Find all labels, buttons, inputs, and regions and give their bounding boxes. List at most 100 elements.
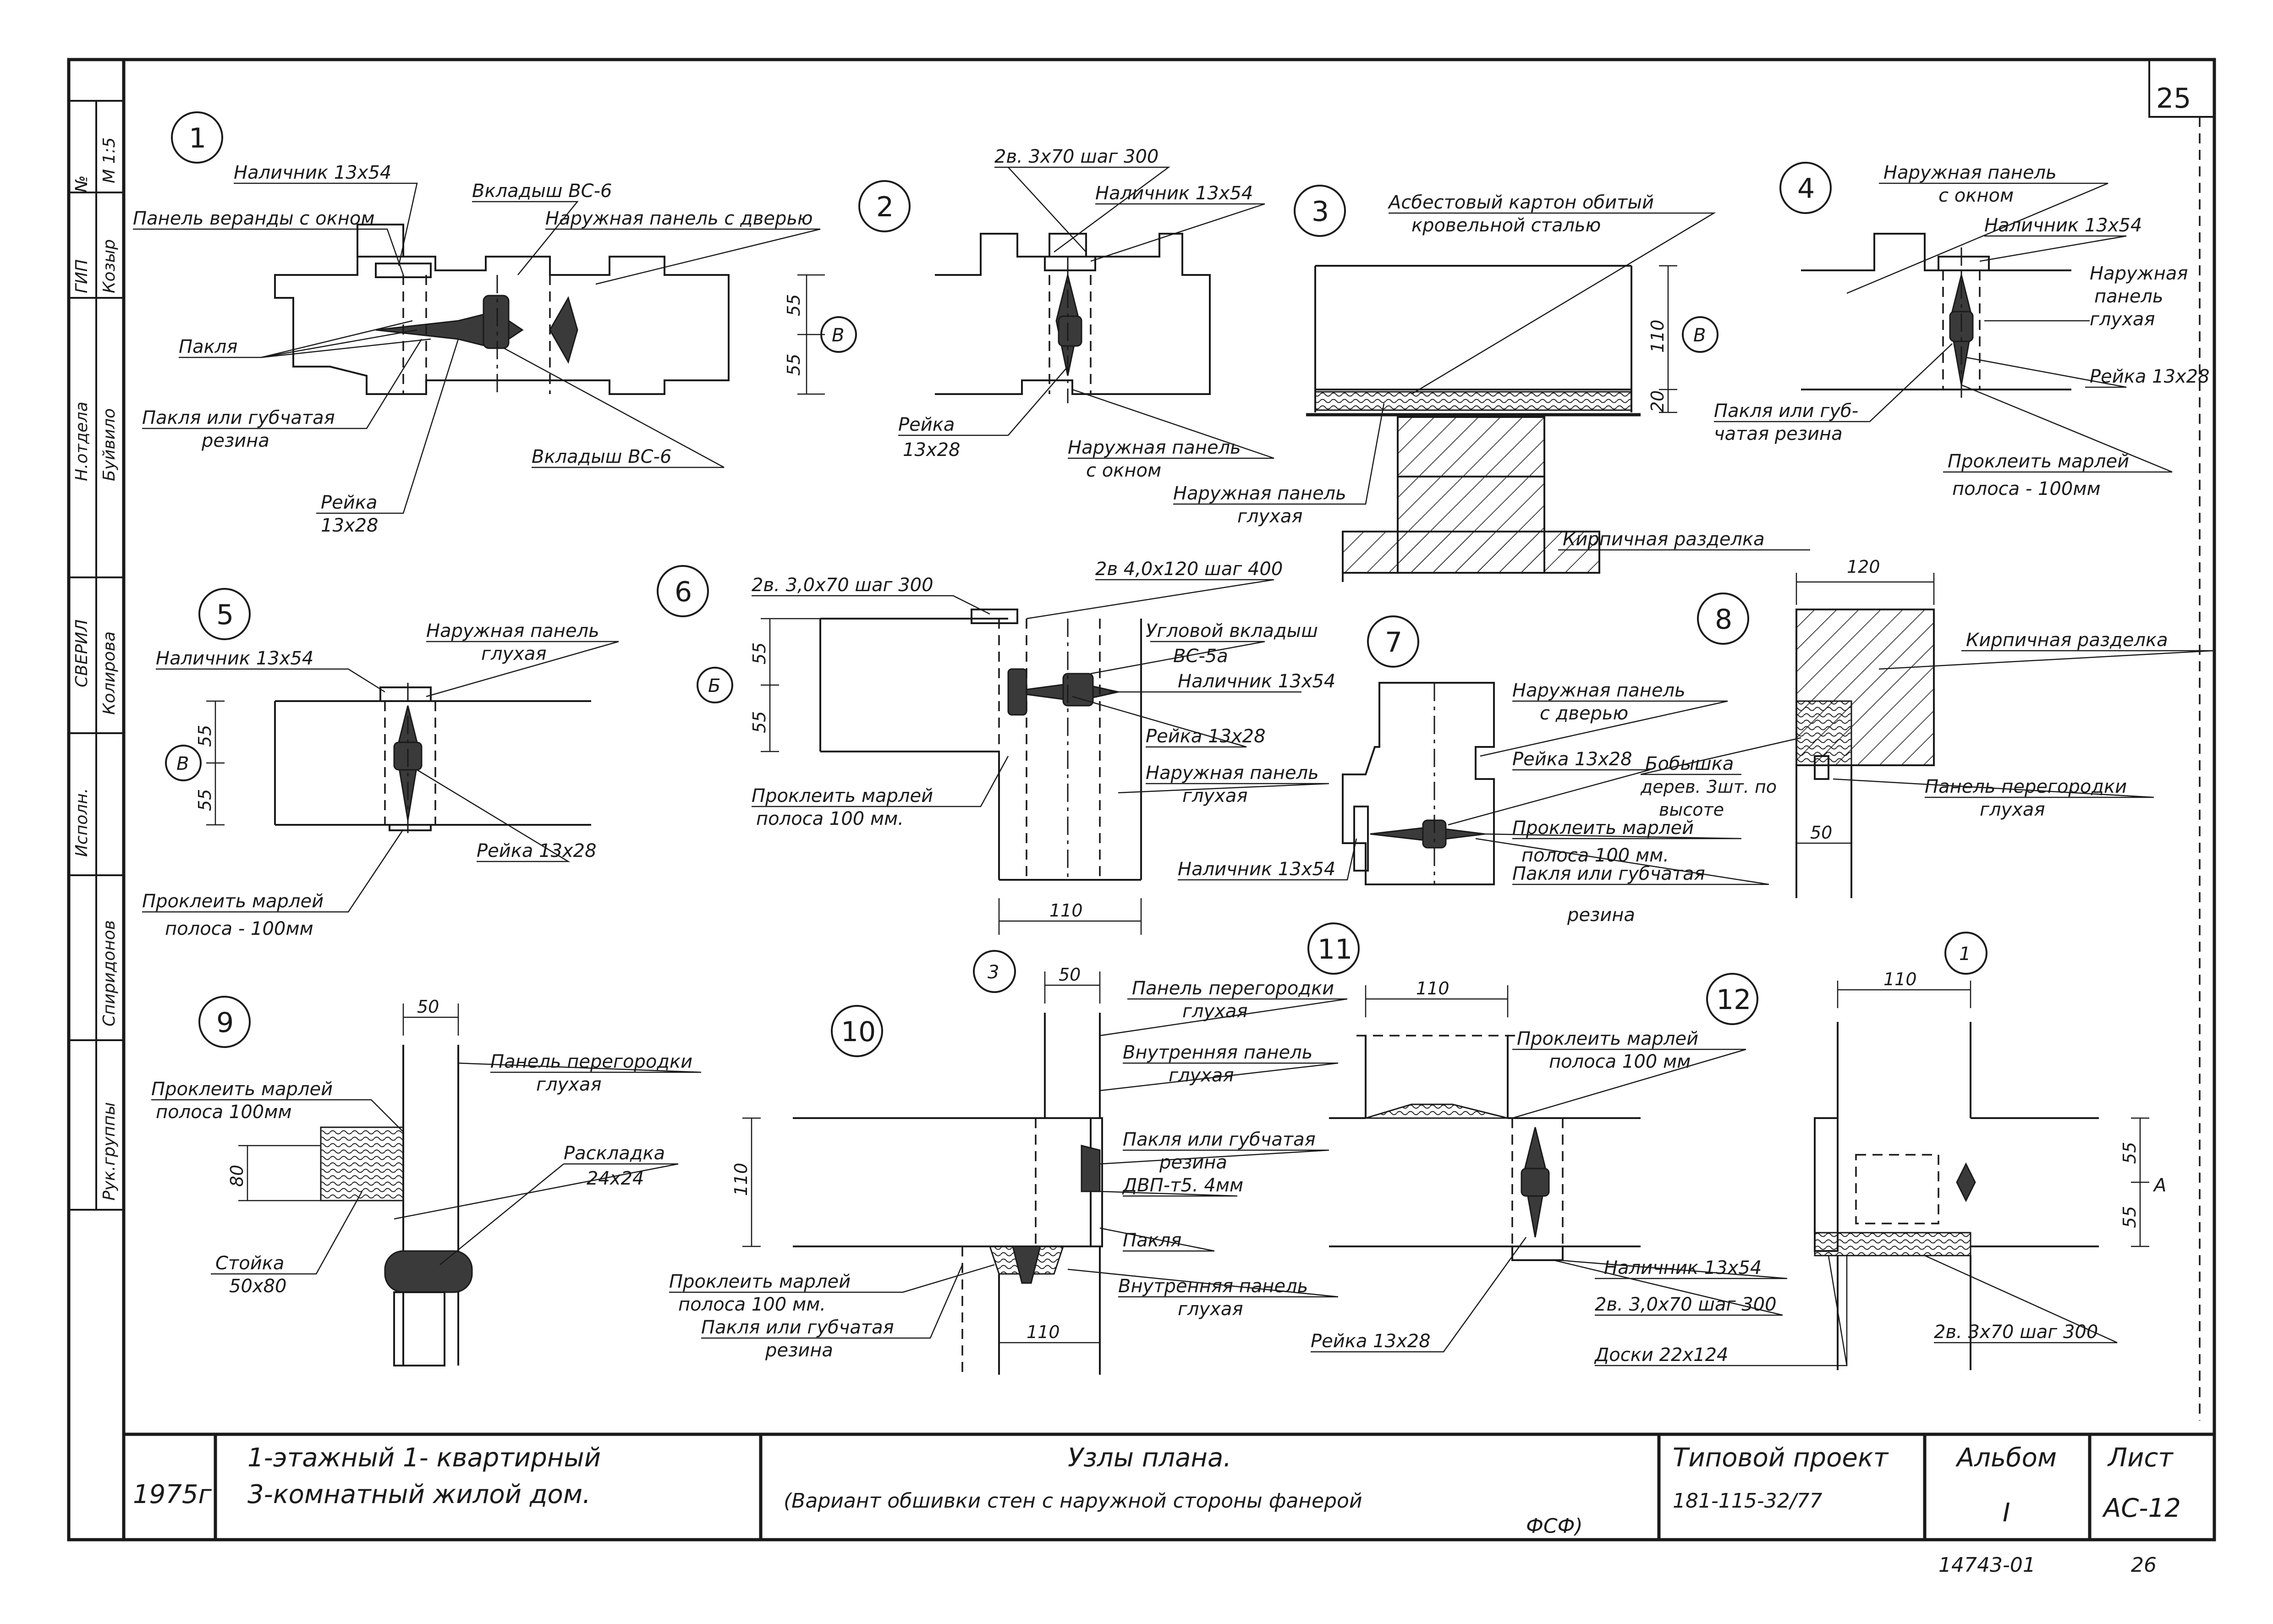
node-1-number: 1 (189, 122, 206, 154)
n5-dim-55a: 55 (195, 725, 215, 747)
n12-ref-marker (1944, 932, 1988, 975)
n3-dim-20: 20 (1647, 390, 1668, 412)
n12-ref: 1 (1959, 944, 1971, 965)
n1-vkladysh-bottom: Вкладыш ВС-6 (532, 446, 672, 467)
n5-marlya-2: полоса - 100мм (165, 918, 313, 939)
node-5-number: 5 (216, 599, 234, 631)
n4-naruzh-gl-2: панель (2094, 286, 2163, 307)
n4-naruzh-okno-1: Наружная панель (1883, 162, 2057, 183)
n1-reika-1: Рейка (321, 492, 377, 513)
node-8: 8 120 50 Кирпичная разделка Бобышка дере… (1640, 557, 2214, 898)
n7-paklya-1: Пакля или губчатая (1512, 863, 1705, 884)
n2-reika-1: Рейка (898, 414, 955, 435)
tb-object-1: 1-этажный 1- квартирный (247, 1443, 601, 1473)
n10-vnutr-1: Внутренняя панель (1123, 1042, 1312, 1063)
n9-dim-80: 80 (227, 1165, 247, 1187)
n10-marlya-1: Проклеить марлей (669, 1271, 851, 1292)
n6-dim-110: 110 (1049, 900, 1083, 921)
tb-tipovoy-value: 181-115-32/77 (1673, 1489, 1823, 1513)
n4-naruzh-okno-2: с окном (1938, 185, 2014, 206)
n2-nalichnik: Наличник 13х54 (1095, 183, 1253, 204)
node-2-marker (858, 180, 911, 232)
node-6: 6 55 55 Б 110 2в. 3,0х70 (657, 559, 1335, 935)
side-no: № (72, 176, 91, 193)
node-7-number: 7 (1385, 626, 1402, 658)
n6-gvozdi-2: 2в 4,0х120 шаг 400 (1095, 559, 1283, 580)
side-scale: М 1:5 (100, 137, 119, 183)
n8-bobyshka-2: дерев. 3шт. по (1640, 777, 1777, 797)
n6-nalichnik: Наличник 13х54 (1178, 671, 1335, 692)
n5-naruzh-2: глухая (481, 643, 547, 664)
n4-nalichnik: Наличник 13х54 (1984, 215, 2142, 236)
node-9-number: 9 (216, 1007, 234, 1039)
n2-naruzh-1: Наружная панель (1068, 437, 1241, 458)
n10-peregorodka-2: глухая (1182, 1001, 1248, 1022)
n5-reika: Рейка 13х28 (477, 840, 597, 861)
n8-peregorodka-1: Панель перегородки (1925, 776, 2127, 797)
n3-dim-110: 110 (1647, 319, 1668, 353)
node-7-marker (1367, 615, 1419, 668)
n7-naruzh-2: с дверью (1540, 703, 1628, 724)
n8-dim-120: 120 (1847, 557, 1880, 577)
n1-panel-verandy: Панель веранды с окном (133, 208, 375, 229)
n6-naruzh-1: Наружная панель (1146, 763, 1319, 784)
side-ruk-label: Рук.группы (100, 1102, 119, 1201)
side-sveril-name: Колирова (100, 631, 119, 715)
n6-section-marker (697, 667, 733, 703)
n9-raskladka-2: 24х24 (587, 1168, 644, 1189)
n8-kirp: Кирпичная разделка (1966, 630, 2168, 651)
sheet-number-top: 25 (2156, 82, 2191, 115)
n3-kirp: Кирпичная разделка (1563, 529, 1765, 550)
n7-paklya-2: резина (1567, 905, 1635, 926)
n9-marlya-1: Проклеить марлей (151, 1079, 333, 1100)
n11-marlya-1: Проклеить марлей (1517, 1028, 1698, 1049)
n2-gvozdi: 2в. 3х70 шаг 300 (994, 146, 1158, 167)
n5-nalichnik: Наличник 13х54 (156, 648, 313, 669)
n5-dim-55b: 55 (195, 789, 215, 811)
node-8-marker (1697, 593, 1749, 645)
n11-nalichnik: Наличник 13х54 (1604, 1257, 1762, 1278)
n10-paklya-guba-1: Пакля или губчатая (1123, 1129, 1316, 1150)
node-12-marker (1706, 973, 1758, 1025)
side-nachalnik-name: Буйвило (100, 408, 119, 481)
node-4-number: 4 (1797, 173, 1815, 205)
n5-marlya-1: Проклеить марлей (142, 891, 324, 912)
n1-reika-2: 13х28 (321, 515, 378, 536)
n10-dim-110-left: 110 (731, 1163, 751, 1196)
node-5-marker (198, 588, 251, 640)
tb-tipovoy-label: Типовой проект (1673, 1443, 1889, 1473)
n4-marlya-2: полоса - 100мм (1952, 478, 2101, 499)
node-10: 10 3 50 110 110 Панель перегородки г (669, 950, 1348, 1375)
n6-naruzh-2: глухая (1182, 785, 1248, 807)
node-3-number: 3 (1312, 196, 1329, 228)
n7-naruzh-1: Наружная панель (1512, 680, 1686, 701)
n5-naruzh-1: Наружная панель (426, 620, 599, 642)
n7-reika: Рейка 13х28 (1512, 749, 1632, 770)
bottom-stamp: 14743-01 (1938, 1553, 2036, 1577)
node-5: 5 55 55 В Наличник 13х54 Наружная панель… (142, 588, 619, 939)
n4-naruzh-gl-3: глухая (2090, 309, 2155, 330)
n2-reika-2: 13х28 (903, 439, 960, 461)
n10-dim-110-bottom: 110 (1027, 1322, 1060, 1342)
n10-paklya-b-1: Пакля или губчатая (701, 1317, 894, 1338)
n1-paklya-guba-2: резина (201, 430, 269, 451)
n10-vnutr-2: глухая (1169, 1065, 1234, 1086)
n10-peregorodka-1: Панель перегородки (1132, 978, 1334, 999)
n12-dim-110: 110 (1883, 969, 1917, 989)
n6-marlya-1: Проклеить марлей (752, 785, 933, 807)
n10-paklya-guba-2: резина (1159, 1152, 1227, 1173)
node-12: 12 1 110 55 55 А 2в. 3х70 шаг 300 Доски … (1594, 932, 2166, 1370)
n1-vkladysh-top: Вкладыш ВС-6 (472, 181, 612, 202)
n9-stoyka-2: 50х80 (229, 1276, 286, 1297)
n6-dim-55a: 55 (749, 642, 769, 664)
tb-list-value: АС-12 (2102, 1493, 2181, 1523)
n6-reika: Рейка 13х28 (1146, 726, 1266, 747)
node-8-number: 8 (1715, 604, 1732, 636)
node-3-marker (1294, 185, 1346, 237)
n3-asbest-2: кровельной сталью (1411, 215, 1601, 236)
node-10-number: 10 (841, 1016, 876, 1048)
n12-doski: Доски 22х124 (1594, 1344, 1729, 1366)
n3-naruzh-1: Наружная панель (1173, 483, 1346, 504)
side-ispolnil-label: Исполн. (72, 788, 91, 857)
